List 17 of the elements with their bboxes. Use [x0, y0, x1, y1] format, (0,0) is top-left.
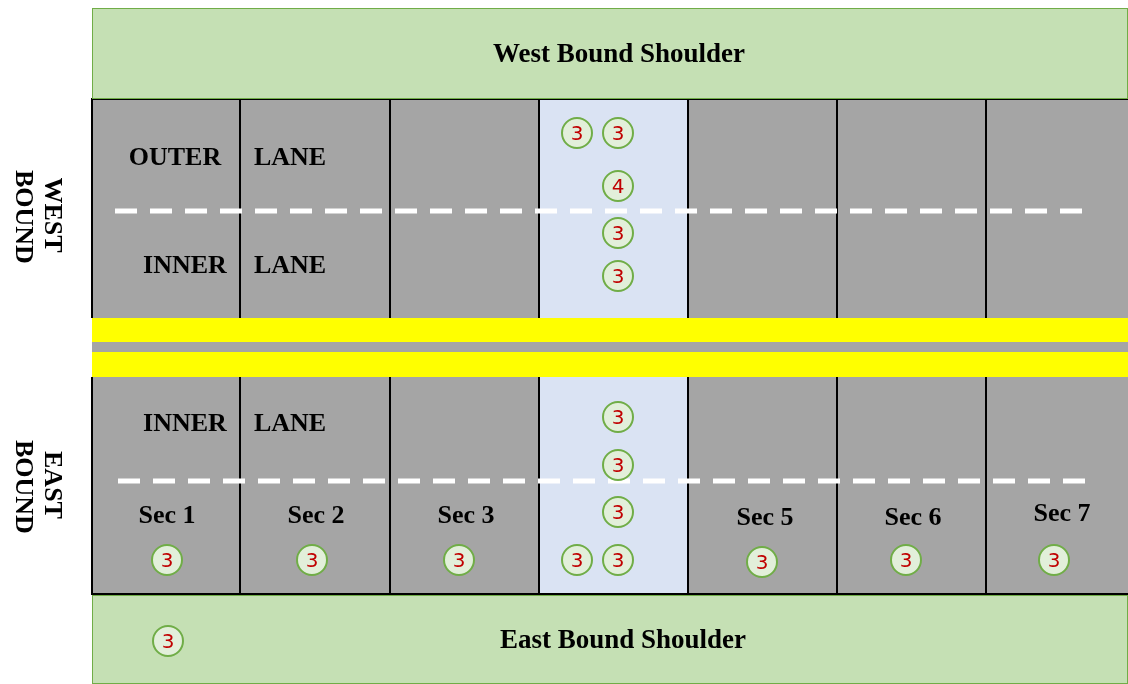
section-label: Sec 7: [1033, 500, 1091, 526]
lane-label: LANE: [253, 252, 327, 278]
lane-label: LANE: [253, 144, 327, 170]
count-badge: 3: [152, 625, 184, 657]
section-label: Sec 6: [884, 504, 942, 530]
lane-label: LANE: [253, 410, 327, 436]
section-label: Sec 5: [736, 504, 794, 530]
shoulder-band: [92, 8, 1128, 99]
section-label: Sec 2: [287, 502, 345, 528]
shoulder-title: East Bound Shoulder: [499, 623, 747, 655]
section-label: Sec 3: [437, 502, 495, 528]
lane-label: INNER: [143, 252, 227, 278]
section-label: Sec 1: [138, 502, 196, 528]
lane-label: OUTER: [128, 144, 222, 170]
lane-label: INNER: [143, 410, 227, 436]
shoulder-band: [92, 595, 1128, 684]
shoulder-title: West Bound Shoulder: [492, 37, 746, 69]
